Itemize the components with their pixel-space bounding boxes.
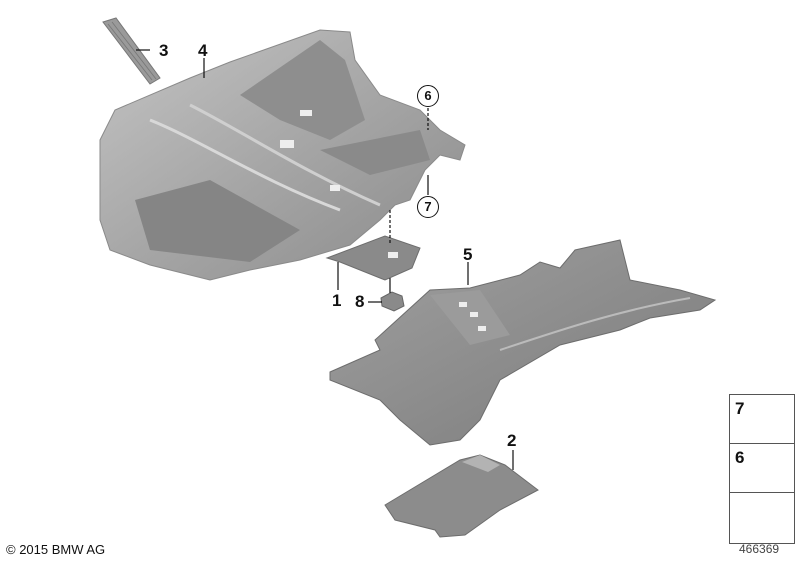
callout-5: 5 (463, 245, 473, 264)
part-8-fastener (380, 291, 405, 312)
callout-3: 3 (159, 41, 169, 60)
part-1-middle-piece (325, 235, 421, 281)
callout-7-circled: 7 (417, 196, 439, 218)
part-5-rear-floor (329, 239, 717, 446)
part-4-front-floor (99, 29, 466, 281)
part-3-strip (102, 17, 161, 85)
callout-1: 1 (332, 291, 342, 310)
callout-6-circled: 6 (417, 85, 439, 107)
legend-item-6: 6 (730, 444, 794, 493)
legend-item-7: 7 (730, 395, 794, 444)
part-2-luggage-panel (384, 454, 539, 538)
legend-item-orientation (730, 493, 794, 543)
callout-2: 2 (507, 431, 517, 450)
copyright: © 2015 BMW AG (6, 542, 106, 557)
callout-8: 8 (355, 292, 365, 311)
legend-number: 6 (735, 448, 745, 467)
legend-number: 7 (735, 399, 745, 418)
callout-4: 4 (198, 41, 208, 60)
diagram-id: 466369 (739, 542, 780, 556)
leader-lines (136, 49, 514, 470)
legend-box: 7 6 (729, 394, 795, 544)
